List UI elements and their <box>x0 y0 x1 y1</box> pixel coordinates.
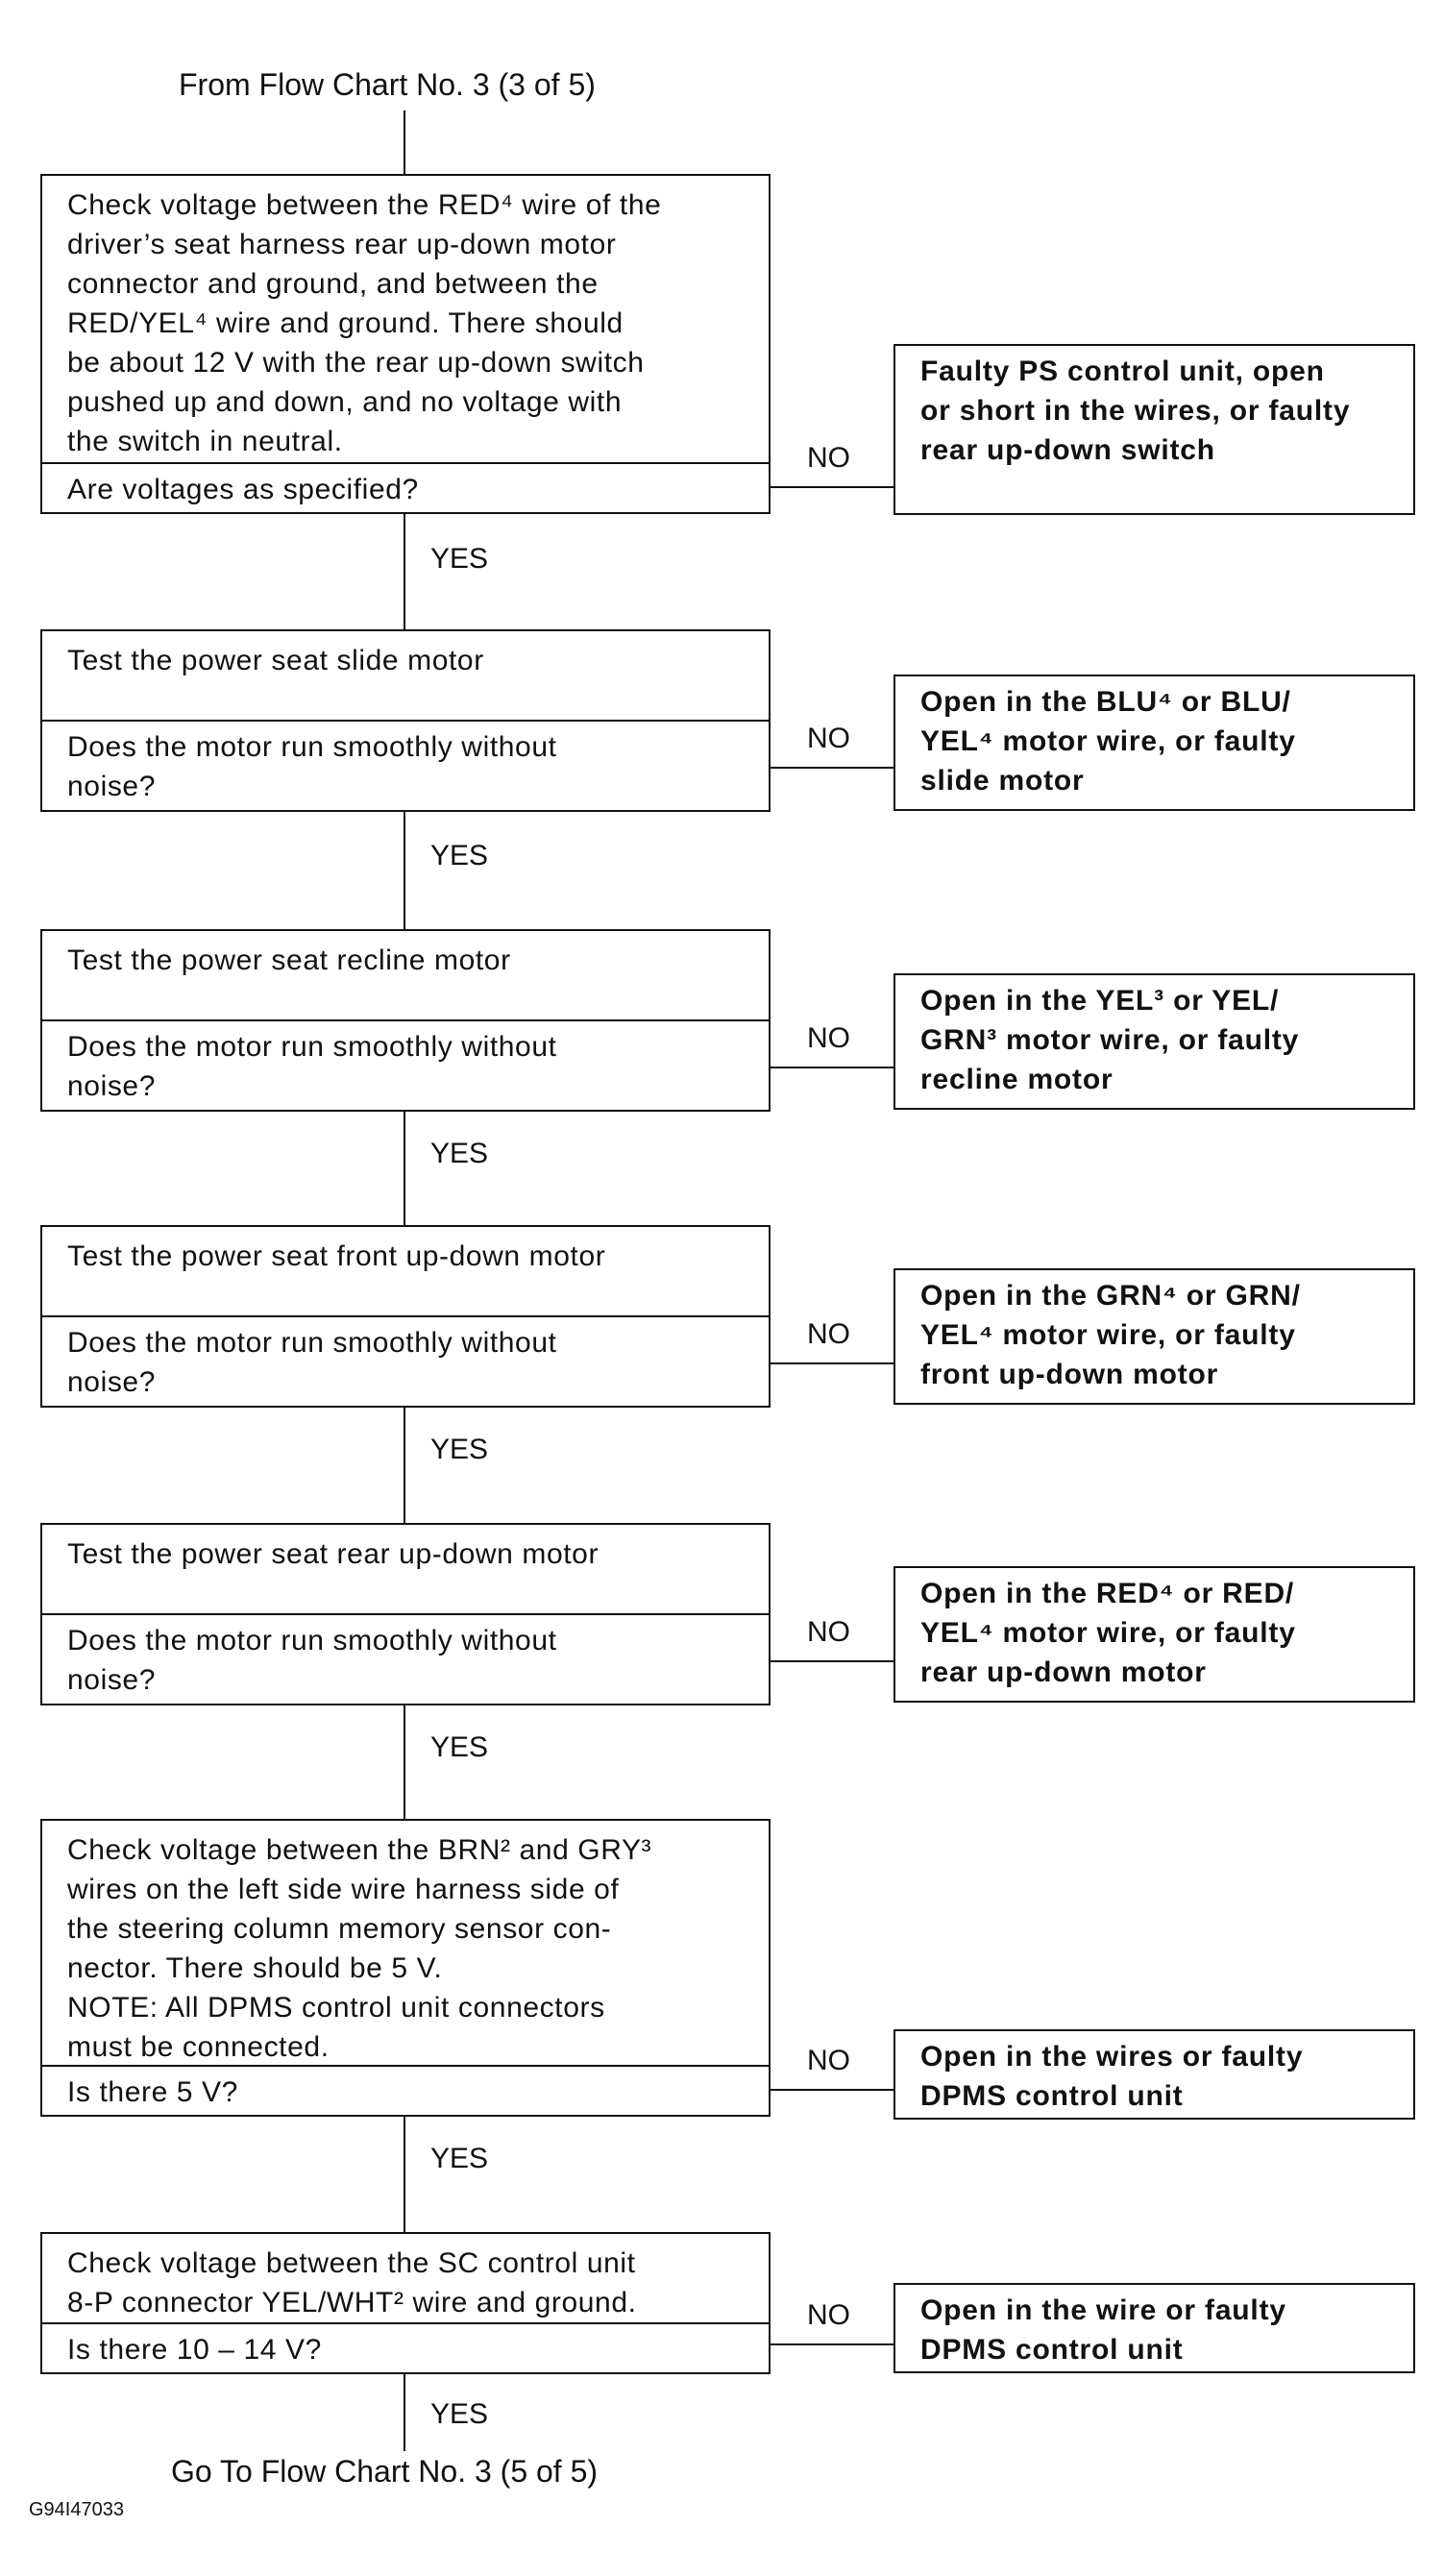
step-3-question: Does the motor run smoothly without nois… <box>42 1019 769 1110</box>
step-1-no-result: Faulty PS control unit, open or short in… <box>893 344 1415 515</box>
connector-line <box>404 1705 405 1819</box>
no-label: NO <box>807 1022 850 1054</box>
no-line <box>771 2343 895 2345</box>
from-flowchart-label: From Flow Chart No. 3 (3 of 5) <box>179 67 596 102</box>
step-6-no-result: Open in the wires or faulty DPMS control… <box>893 2029 1415 2120</box>
no-line <box>771 1067 895 1068</box>
step-1-question: Are voltages as specified? <box>42 462 769 512</box>
connector-line <box>404 110 405 174</box>
yes-label: YES <box>430 2398 489 2430</box>
no-line <box>771 1660 895 1662</box>
step-1-box: Check voltage between the RED⁴ wire of t… <box>40 174 771 514</box>
step-3-no-result: Open in the YEL³ or YEL/ GRN³ motor wire… <box>893 973 1415 1110</box>
connector-line <box>404 2374 405 2451</box>
step-5-box: Test the power seat rear up-down motor D… <box>40 1523 771 1705</box>
step-7-question: Is there 10 – 14 V? <box>42 2322 769 2372</box>
step-4-no-result: Open in the GRN⁴ or GRN/ YEL⁴ motor wire… <box>893 1268 1415 1405</box>
step-2-statement: Test the power seat slide motor <box>67 645 484 676</box>
figure-code: G94I47033 <box>29 2499 124 2520</box>
yes-label: YES <box>430 543 489 575</box>
no-line <box>771 2089 895 2091</box>
connector-line <box>404 1112 405 1225</box>
yes-label: YES <box>430 1731 489 1763</box>
step-3-statement: Test the power seat recline motor <box>67 945 511 976</box>
yes-label: YES <box>430 840 489 871</box>
step-6-box: Check voltage between the BRN² and GRY³ … <box>40 1819 771 2117</box>
step-5-statement: Test the power seat rear up-down motor <box>67 1538 600 1570</box>
step-5-no-result: Open in the RED⁴ or RED/ YEL⁴ motor wire… <box>893 1566 1415 1703</box>
step-3-box: Test the power seat recline motor Does t… <box>40 929 771 1112</box>
no-line <box>771 1362 895 1364</box>
step-6-question: Is there 5 V? <box>42 2065 769 2115</box>
step-2-no-result: Open in the BLU⁴ or BLU/ YEL⁴ motor wire… <box>893 675 1415 811</box>
step-1-statement: Check voltage between the RED⁴ wire of t… <box>67 189 662 457</box>
yes-label: YES <box>430 1138 489 1169</box>
no-line <box>771 767 895 769</box>
step-4-statement: Test the power seat front up-down motor <box>67 1240 606 1272</box>
connector-line <box>404 514 405 629</box>
no-label: NO <box>807 2045 850 2076</box>
no-label: NO <box>807 2299 850 2331</box>
connector-line <box>404 1408 405 1523</box>
step-6-statement: Check voltage between the BRN² and GRY³ … <box>67 1834 652 2063</box>
step-7-no-result: Open in the wire or faulty DPMS control … <box>893 2283 1415 2373</box>
step-4-question: Does the motor run smoothly without nois… <box>42 1315 769 1406</box>
step-2-question: Does the motor run smoothly without nois… <box>42 720 769 810</box>
no-label: NO <box>807 723 850 754</box>
step-7-box: Check voltage between the SC control uni… <box>40 2232 771 2374</box>
step-2-box: Test the power seat slide motor Does the… <box>40 629 771 812</box>
step-4-box: Test the power seat front up-down motor … <box>40 1225 771 1408</box>
connector-line <box>404 812 405 929</box>
yes-label: YES <box>430 1434 489 1465</box>
connector-line <box>404 2117 405 2232</box>
no-label: NO <box>807 1318 850 1350</box>
yes-label: YES <box>430 2143 489 2174</box>
no-label: NO <box>807 1616 850 1648</box>
step-5-question: Does the motor run smoothly without nois… <box>42 1613 769 1704</box>
no-label: NO <box>807 442 850 474</box>
goto-flowchart-label: Go To Flow Chart No. 3 (5 of 5) <box>171 2454 599 2489</box>
no-line <box>771 486 895 488</box>
step-7-statement: Check voltage between the SC control uni… <box>67 2247 637 2318</box>
